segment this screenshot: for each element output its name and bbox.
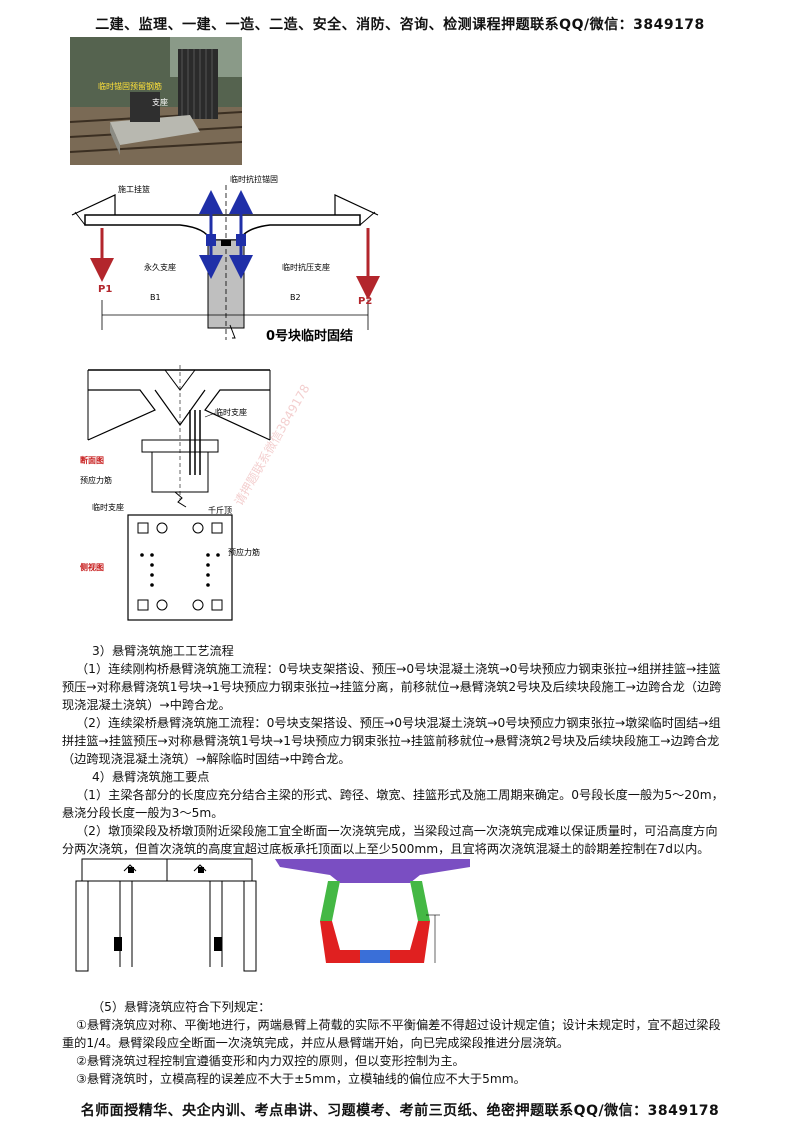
label-perm-support: 永久支座 [144,262,176,272]
para-3-line-2: 悬浇分段长度一般为3～5m。 [62,806,224,820]
bridge-photo: 临时锚固预留钢筋 支座 [70,37,242,165]
label-p1: P1 [98,284,112,295]
label-temp-support-2: 临时支座 [92,502,124,512]
rule-1-line-1: ①悬臂浇筑应对称、平衡地进行，两端悬臂上荷载的实际不平衡偏差不得超过设计规定值；… [76,1018,721,1032]
rule-1-line-2: 重的1/4。悬臂梁段应全断面一次浇筑完成，并应从悬臂端开始，向已完成梁段推进分层… [62,1036,570,1050]
label-prestress-2: 预应力筋 [228,547,260,557]
rule-2: ②悬臂浇筑过程控制宜遵循变形和内力双控的原则，但以变形控制为主。 [76,1054,465,1068]
temporary-consolidation-diagram: 施工挂篮 临时抗拉锚固 永久支座 临时抗压支座 P1 P2 B1 B2 0号块临… [71,174,380,344]
rule-3: ③悬臂浇筑时，立模高程的误差应不大于±5mm，立模轴线的偏位应不大于5mm。 [76,1072,526,1086]
section-4-title: 4）悬臂浇筑施工要点 [92,770,210,784]
label-section: 断面图 [80,455,104,465]
label-b1: B1 [150,293,161,302]
label-jack: 千斤顶 [208,505,232,515]
label-prestress-1: 预应力筋 [80,475,112,485]
box-girder-section-diagram [275,859,470,963]
label-temp-support: 临时抗压支座 [282,262,330,272]
para-1-line-2: 预压→对称悬臂浇筑1号块→1号块预应力钢束张拉→挂篮分离，前移就位→悬臂浇筑2号… [62,680,722,694]
photo-label-rebar: 临时锚固预留钢筋 [98,81,162,91]
para-2-line-3: （边跨现浇混凝土浇筑）→解除临时固结→中跨合龙。 [62,752,351,766]
photo-label-support: 支座 [152,97,168,107]
para-4-line-2: 分两次浇筑，但首次浇筑的高度宜超过底板承托顶面以上至少500mm，且宜将两次浇筑… [62,842,710,856]
section-3-title: 3）悬臂浇筑施工工艺流程 [92,644,234,658]
temporary-support-diagram: 临时支座 断面图 预应力筋 临时支座 千斤顶 侧视图 预应力筋 [80,365,271,621]
para-4-line-1: （2）墩顶梁段及桥墩顶附近梁段施工宜全断面一次浇筑完成，当梁段过高一次浇筑完成难… [76,824,718,838]
pour-stage-diagram [75,858,257,972]
para-1-line-3: 现浇混凝土浇筑）→中跨合龙。 [62,698,231,712]
label-p2: P2 [358,296,372,307]
label-side-view: 侧视图 [80,562,104,572]
label-anchor: 临时抗拉锚固 [230,174,278,184]
page-header: 二建、监理、一建、一造、二造、安全、消防、咨询、检测课程押题联系QQ/微信：38… [95,17,705,33]
para-2-line-1: （2）连续梁桥悬臂浇筑施工流程：0号块支架搭设、预压→0号块混凝土浇筑→0号块预… [76,716,721,730]
label-hanging-basket: 施工挂篮 [118,184,150,194]
para-3-line-1: （1）主梁各部分的长度应充分结合主梁的形式、跨径、墩宽、挂篮形式及施工周期来确定… [76,788,724,802]
section-5-title: （5）悬臂浇筑应符合下列规定： [92,1000,271,1014]
label-b2: B2 [290,293,301,302]
fig1-caption: 0号块临时固结 [266,328,353,344]
page-footer: 名师面授精华、央企内训、考点串讲、习题模考、考前三页纸、绝密押题联系QQ/微信：… [80,1103,720,1119]
para-2-line-2: 拼挂篮→挂篮预压→对称悬臂浇筑1号块→1号块预应力钢束张拉→挂篮前移就位→悬臂浇… [62,734,720,748]
label-temp-support: 临时支座 [215,407,247,417]
para-1-line-1: （1）连续刚构桥悬臂浇筑施工流程：0号块支架搭设、预压→0号块混凝土浇筑→0号块… [76,662,721,676]
